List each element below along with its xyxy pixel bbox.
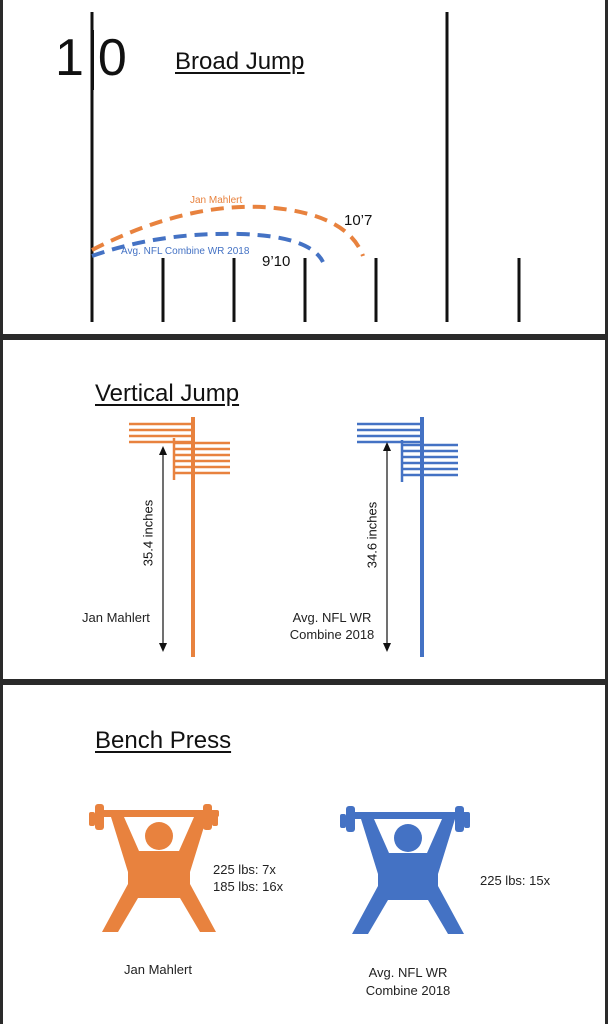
broad-jump-athlete-label: Jan Mahlert bbox=[190, 195, 243, 206]
frame-left-border bbox=[0, 0, 3, 1024]
nfl-vertical-name-line2: Combine 2018 bbox=[289, 627, 375, 642]
frame-right-border bbox=[605, 0, 608, 1024]
athlete-vertical-name: Jan Mahlert bbox=[82, 610, 150, 625]
nfl-bench-name-line2: Combine 2018 bbox=[365, 983, 451, 998]
nfl-bench-line1: 225 lbs: 15x bbox=[480, 873, 551, 888]
broad-jump-athlete-distance: 10’7 bbox=[344, 212, 373, 229]
broad-jump-nfl-distance: 9’10 bbox=[262, 253, 291, 270]
broad-jump-field bbox=[90, 12, 521, 322]
athlete-measure-arrow bbox=[159, 446, 167, 652]
panel-divider-bottom bbox=[0, 679, 608, 685]
nfl-vertec bbox=[357, 417, 458, 657]
yard-number-split-line bbox=[92, 30, 94, 90]
athlete-vertec bbox=[129, 417, 230, 657]
vertical-jump-diagram bbox=[129, 417, 458, 657]
nfl-bench-name-line1: Avg. NFL WR bbox=[368, 965, 448, 980]
nfl-weightlifter-icon bbox=[340, 806, 470, 934]
athlete-bench-line1: 225 lbs: 7x bbox=[213, 862, 276, 877]
nfl-vertical-name-line1: Avg. NFL WR bbox=[292, 610, 372, 625]
broad-jump-nfl-label: Avg. NFL Combine WR 2018 bbox=[121, 246, 250, 257]
nfl-measure-arrow bbox=[383, 442, 391, 652]
athlete-bench-line2: 185 lbs: 16x bbox=[213, 879, 284, 894]
athlete-bench-name: Jan Mahlert bbox=[124, 962, 192, 977]
panel-divider-top bbox=[0, 334, 608, 340]
broad-jump-title: Broad Jump bbox=[175, 48, 305, 75]
vertical-jump-title: Vertical Jump bbox=[95, 380, 240, 407]
athlete-weightlifter-icon bbox=[89, 804, 219, 932]
bench-press-title: Bench Press bbox=[95, 727, 232, 754]
nfl-jump-arc bbox=[91, 231, 325, 264]
